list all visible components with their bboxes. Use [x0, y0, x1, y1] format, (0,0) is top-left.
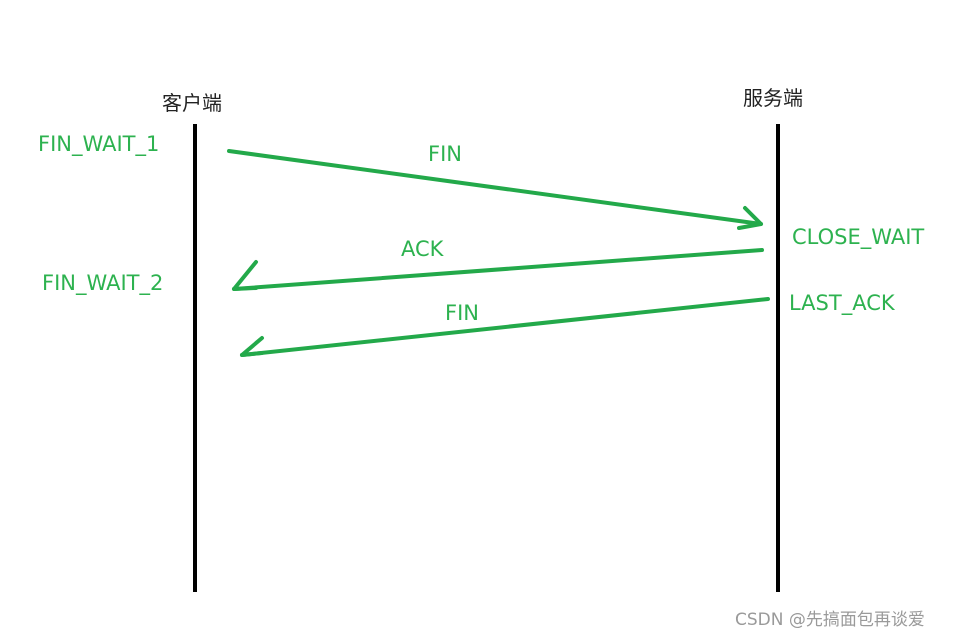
- watermark: CSDN @先搞面包再谈爱: [735, 610, 925, 630]
- server-title: 服务端: [743, 86, 803, 110]
- message-label-ack: ACK: [401, 237, 444, 261]
- client-state-fin-wait-1: FIN_WAIT_1: [38, 132, 160, 156]
- arrow-ack-server-to-client: [232, 248, 764, 291]
- arrow-fin-client-to-server: [227, 149, 763, 230]
- server-lifeline: [776, 124, 780, 592]
- server-state-close-wait: CLOSE_WAIT: [792, 225, 925, 249]
- message-label-fin-2: FIN: [445, 301, 479, 325]
- server-state-last-ack: LAST_ACK: [789, 291, 895, 315]
- client-title: 客户端: [162, 91, 222, 115]
- arrow-fin-server-to-client: [240, 297, 770, 357]
- client-state-fin-wait-2: FIN_WAIT_2: [42, 271, 164, 295]
- message-label-fin-1: FIN: [428, 142, 462, 166]
- client-lifeline: [193, 124, 197, 592]
